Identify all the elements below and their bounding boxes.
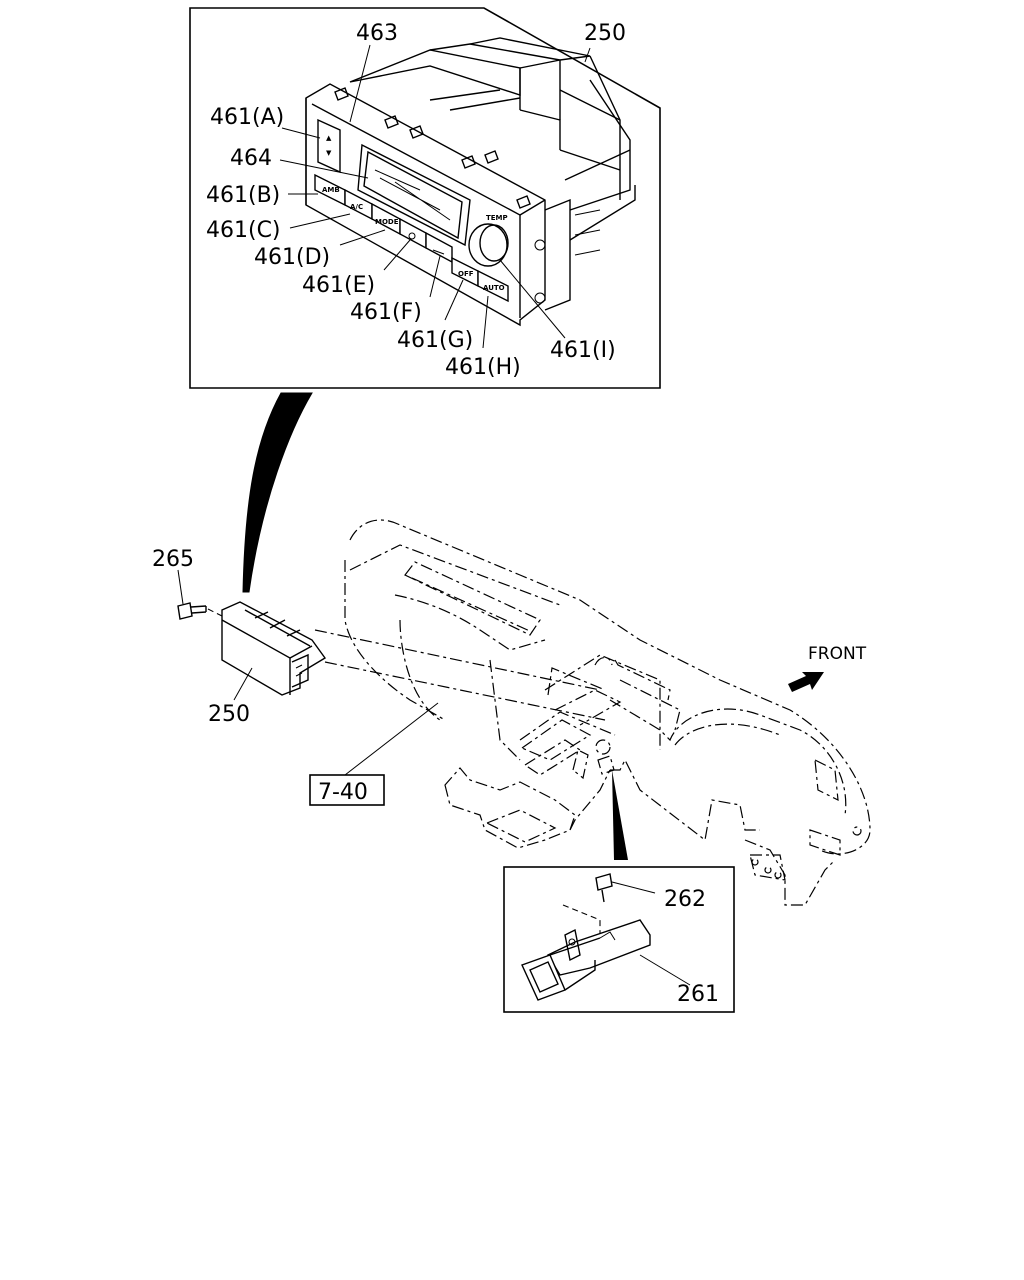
label-461b: 461(B) <box>206 183 280 208</box>
ac-button-label: A/C <box>350 203 363 211</box>
label-461a: 461(A) <box>210 105 284 130</box>
reference-box-7-40: 7-40 <box>309 702 439 806</box>
label-461c: 461(C) <box>206 218 281 243</box>
front-arrow-icon <box>788 672 824 692</box>
label-461h: 461(H) <box>445 355 521 380</box>
screw-262 <box>595 873 656 903</box>
label-461d: 461(D) <box>254 245 330 270</box>
front-label: FRONT <box>808 644 867 664</box>
off-button-label: OFF <box>458 270 474 278</box>
label-262: 262 <box>664 887 706 912</box>
svg-text:▲: ▲ <box>326 134 332 142</box>
mode-button-label: MODE <box>375 218 399 226</box>
svg-text:▼: ▼ <box>326 149 332 157</box>
label-463: 463 <box>356 21 398 46</box>
temp-knob-label: TEMP <box>486 214 508 222</box>
label-250: 250 <box>208 702 250 727</box>
front-direction-indicator: FRONT <box>788 644 867 692</box>
leader-250 <box>233 667 253 701</box>
auto-button-label: AUTO <box>483 284 505 292</box>
label-265: 265 <box>152 547 194 572</box>
bracket-261 <box>521 919 691 1001</box>
screw-265 <box>177 602 223 620</box>
install-line-lower <box>324 661 606 721</box>
label-464: 464 <box>230 146 272 171</box>
label-261: 261 <box>677 982 719 1007</box>
amb-button-label: AMB <box>322 186 340 194</box>
label-250-detail: 250 <box>584 21 626 46</box>
detail-leader-lines <box>279 44 591 349</box>
callout-wedge-lower <box>612 770 628 860</box>
label-7-40: 7-40 <box>318 780 368 805</box>
label-461i: 461(I) <box>550 338 616 363</box>
dashboard-outline <box>344 519 871 906</box>
climate-control-unit-detail: ▲ ▼ AMB A/C MODE OFF AUTO TEMP <box>305 37 636 327</box>
label-461g: 461(G) <box>397 328 473 353</box>
install-line-upper <box>314 629 601 691</box>
climate-control-unit-small <box>221 601 327 696</box>
label-461f: 461(F) <box>350 300 422 325</box>
callout-swoosh <box>242 392 313 593</box>
label-461e: 461(E) <box>302 273 375 298</box>
leader-265 <box>177 569 184 605</box>
